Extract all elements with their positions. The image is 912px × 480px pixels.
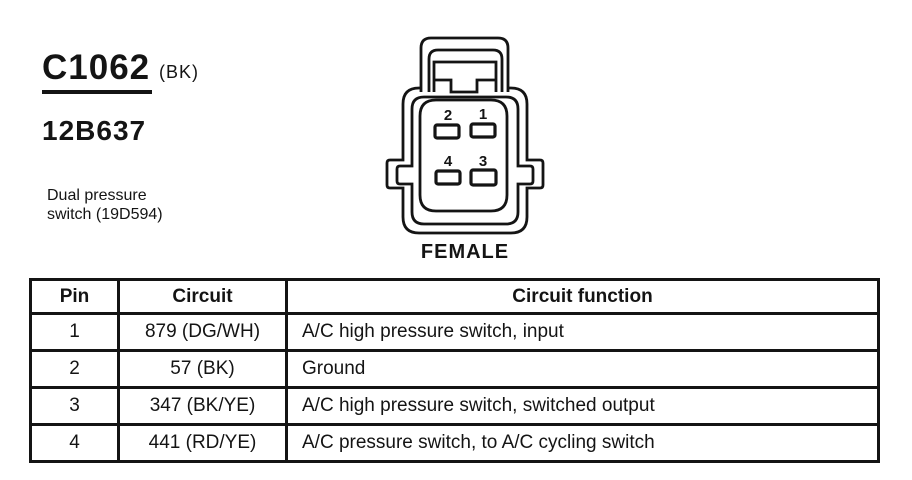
pin-slot-1 — [469, 122, 497, 139]
circuit-cell: 347 (BK/YE) — [117, 386, 288, 426]
pin-cell: 1 — [29, 312, 120, 352]
pin-slot-2 — [433, 123, 461, 140]
circuit-function-cell: A/C high pressure switch, input — [285, 312, 880, 352]
table-row: 2 57 (BK) Ground — [29, 349, 880, 389]
circuit-cell: 879 (DG/WH) — [117, 312, 288, 352]
circuit-cell: 441 (RD/YE) — [117, 423, 288, 463]
component-name-line1: Dual pressure — [47, 187, 147, 204]
pin-label-4: 4 — [444, 153, 453, 170]
connector-color-code: (BK) — [159, 62, 199, 82]
circuit-function-cell: Ground — [285, 349, 880, 389]
pin-label-1: 1 — [479, 106, 487, 123]
pin-label-2: 2 — [444, 107, 452, 124]
connector-latch-band — [432, 60, 498, 92]
header-circuit-function: Circuit function — [285, 278, 880, 315]
table-row: 4 441 (RD/YE) A/C pressure switch, to A/… — [29, 423, 880, 463]
circuit-cell: 57 (BK) — [117, 349, 288, 389]
part-number: 12B637 — [42, 115, 147, 146]
component-name-line2: switch (19D594) — [47, 206, 163, 223]
connector-pin-area — [418, 98, 509, 213]
pin-cell: 2 — [29, 349, 120, 389]
circuit-function-cell: A/C high pressure switch, switched outpu… — [285, 386, 880, 426]
connector-diagram: 2 1 4 3 — [385, 36, 545, 235]
table-header-row: Pin Circuit Circuit function — [29, 278, 880, 315]
table-row: 1 879 (DG/WH) A/C high pressure switch, … — [29, 312, 880, 352]
pin-slot-3 — [469, 168, 498, 187]
circuit-function-cell: A/C pressure switch, to A/C cycling swit… — [285, 423, 880, 463]
pin-cell: 3 — [29, 386, 120, 426]
header-circuit: Circuit — [117, 278, 288, 315]
table-row: 3 347 (BK/YE) A/C high pressure switch, … — [29, 386, 880, 426]
connector-gender-label: FEMALE — [420, 241, 510, 263]
component-name: Dual pressure switch (19D594) — [47, 186, 163, 224]
header-pin: Pin — [29, 278, 120, 315]
pin-slot-4 — [434, 169, 462, 186]
pinout-table: Pin Circuit Circuit function 1 879 (DG/W… — [29, 278, 880, 463]
connector-id: C1062 — [42, 50, 153, 94]
pin-cell: 4 — [29, 423, 120, 463]
pin-label-3: 3 — [479, 153, 487, 170]
connector-latch-notch — [434, 78, 496, 94]
